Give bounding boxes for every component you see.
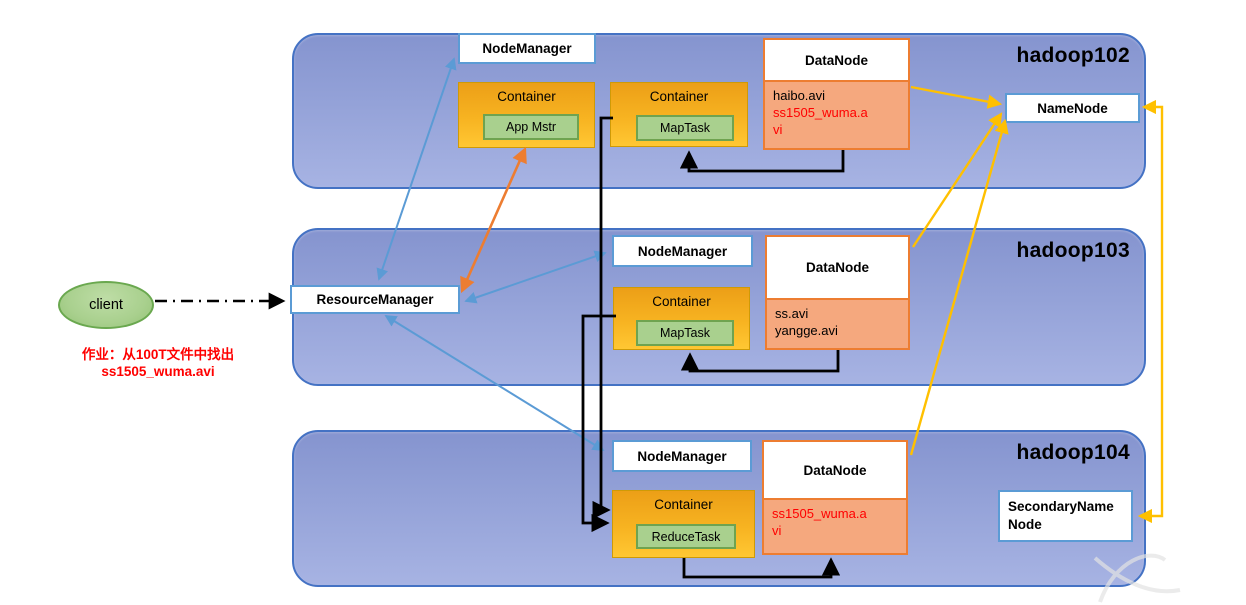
data-node-title: DataNode	[765, 40, 908, 82]
data-node-box-hadoop104: DataNode ss1505_wuma.avi	[762, 440, 908, 555]
node-manager-box-hadoop102: NodeManager	[458, 33, 596, 64]
node-manager-label: NodeManager	[482, 41, 572, 56]
container-box-reducetask: Container ReduceTask	[612, 490, 755, 558]
container-label: Container	[497, 89, 556, 104]
host-label-hadoop102: hadoop102	[1016, 44, 1130, 67]
file-entry: yangge.avi	[775, 323, 838, 338]
file-entry: haibo.avi	[773, 88, 826, 103]
job-annotation-line2: ss1505_wuma.avi	[101, 364, 215, 379]
secondary-name-node-box: SecondaryNameNode	[998, 490, 1133, 542]
file-entry-highlighted: ss1505_wuma.avi	[773, 105, 868, 137]
data-node-box-hadoop102: DataNode haibo.avi ss1505_wuma.avi	[763, 38, 910, 150]
data-node-files-104: ss1505_wuma.avi	[764, 500, 906, 553]
data-node-box-hadoop103: DataNode ss.avi yangge.avi	[765, 235, 910, 350]
container-box-maptask-103: Container MapTask	[613, 287, 750, 350]
host-label-hadoop104: hadoop104	[1016, 441, 1130, 464]
map-task-label: MapTask	[659, 326, 711, 340]
data-node-title: DataNode	[767, 237, 908, 300]
reduce-task-box: ReduceTask	[636, 524, 736, 549]
name-node-box: NameNode	[1005, 93, 1140, 123]
app-mstr-box: App Mstr	[483, 114, 579, 140]
container-box-maptask-102: Container MapTask	[610, 82, 748, 147]
secondary-name-node-label: SecondaryNameNode	[1008, 499, 1114, 532]
data-node-title: DataNode	[764, 442, 906, 500]
container-label: Container	[654, 497, 713, 512]
map-task-box-102: MapTask	[636, 115, 734, 141]
data-node-files-103: ss.avi yangge.avi	[767, 300, 908, 348]
resource-manager-label: ResourceManager	[316, 292, 434, 307]
container-label: Container	[652, 294, 711, 309]
job-annotation-line1: 作业：从100T文件中找出	[81, 347, 235, 362]
client-ellipse: client	[58, 281, 154, 329]
file-entry: ss.avi	[775, 306, 809, 321]
container-label: Container	[649, 89, 709, 104]
file-entry-highlighted: ss1505_wuma.avi	[772, 506, 867, 538]
client-label: client	[89, 297, 123, 313]
host-label-hadoop103: hadoop103	[1016, 239, 1130, 262]
job-annotation: 作业：从100T文件中找出 ss1505_wuma.avi	[50, 346, 266, 380]
node-manager-label: NodeManager	[637, 448, 727, 464]
map-task-box-103: MapTask	[636, 320, 734, 346]
resource-manager-box: ResourceManager	[290, 285, 460, 314]
node-manager-box-hadoop103: NodeManager	[612, 235, 753, 267]
node-manager-box-hadoop104: NodeManager	[612, 440, 752, 472]
reduce-task-label: ReduceTask	[651, 529, 721, 544]
data-node-files-102: haibo.avi ss1505_wuma.avi	[765, 82, 908, 148]
container-box-appmstr: Container App Mstr	[458, 82, 595, 148]
node-manager-label: NodeManager	[637, 243, 728, 259]
name-node-label: NameNode	[1037, 100, 1108, 116]
map-task-label: MapTask	[659, 121, 711, 135]
app-mstr-label: App Mstr	[505, 120, 556, 134]
